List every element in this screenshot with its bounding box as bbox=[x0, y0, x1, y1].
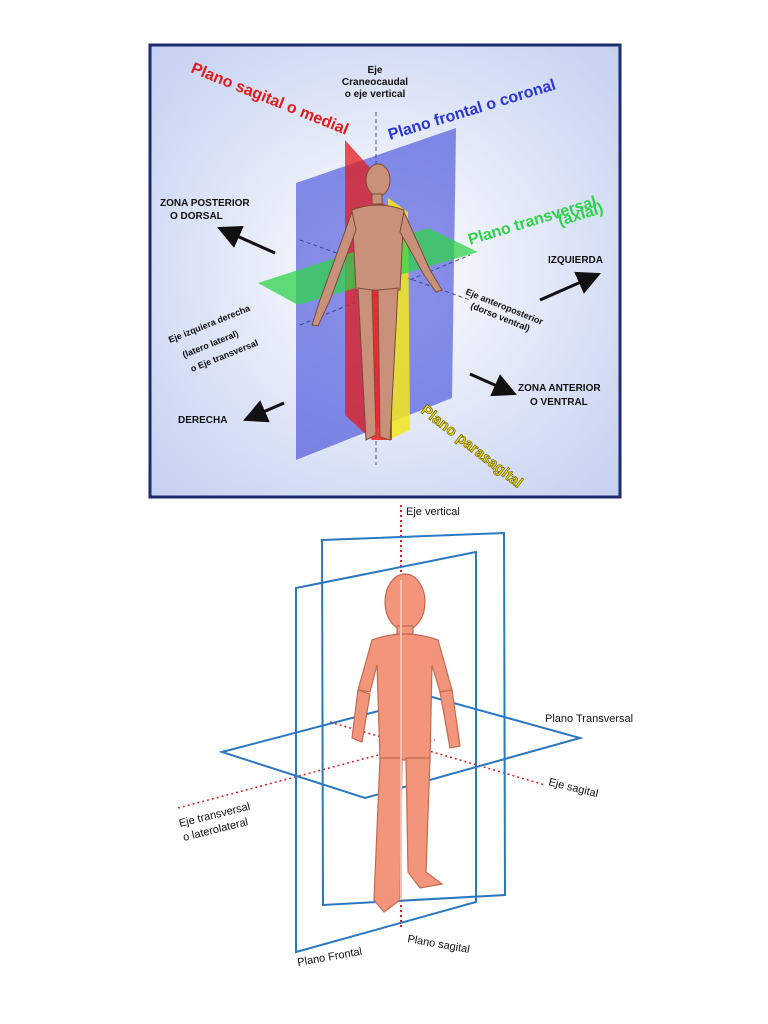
top-diagram: Eje Craneocaudal o eje vertical Plano sa… bbox=[148, 43, 622, 499]
label-bottom-plane-transverse: Plano Transversal bbox=[545, 713, 633, 725]
top-human-figure bbox=[311, 163, 443, 441]
label-left: IZQUIERDA bbox=[548, 255, 603, 266]
label-axis-vertical-line3: o eje vertical bbox=[345, 89, 406, 100]
arrow-right bbox=[242, 400, 285, 423]
label-zone-anterior-line1: ZONA ANTERIOR bbox=[518, 383, 601, 394]
label-zone-posterior-line1: ZONA POSTERIOR bbox=[160, 198, 250, 209]
label-axis-vertical-line1: Eje bbox=[367, 65, 382, 76]
label-zone-anterior-line2: O VENTRAL bbox=[530, 397, 588, 408]
label-axis-vertical-line2: Craneocaudal bbox=[342, 77, 408, 88]
label-bottom-plane-sagittal: Plano sagital bbox=[406, 933, 470, 956]
bottom-sagittal-axis bbox=[329, 721, 546, 786]
bottom-human-figure bbox=[351, 573, 461, 913]
label-right: DERECHA bbox=[178, 415, 227, 426]
label-bottom-axis-vertical: Eje vertical bbox=[406, 506, 460, 518]
bottom-frontal-plane bbox=[295, 550, 477, 954]
label-zone-posterior-line2: O DORSAL bbox=[170, 211, 223, 222]
arrow-left bbox=[539, 271, 601, 302]
label-bottom-axis-sagittal: Eje sagital bbox=[547, 776, 599, 800]
arrow-posterior bbox=[217, 225, 276, 255]
arrow-anterior bbox=[469, 372, 517, 397]
bottom-diagram: Eje vertical Plano Transversal Eje sagit… bbox=[177, 505, 633, 969]
